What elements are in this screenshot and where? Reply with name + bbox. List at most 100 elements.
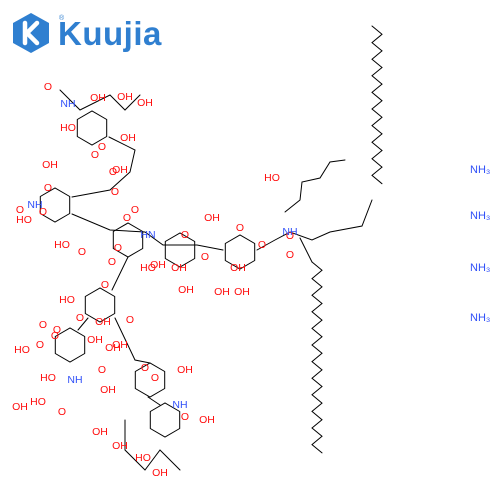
atom-label-lower-right-sialic-5: OH: [177, 364, 193, 376]
atom-label-lower-right-sialic-7: O: [181, 411, 189, 423]
glycerol-side-chain: [124, 419, 181, 471]
atom-label-upper-chain-2: O: [111, 186, 119, 198]
atom-label-mid-galactose-1: O: [101, 279, 109, 291]
amide-bond: [299, 237, 313, 263]
ammonia-label-4: NH₃: [470, 312, 491, 324]
atom-label-lower-right-sialic-10: OH: [112, 440, 128, 452]
atom-label-lower-right-sialic-4: O: [151, 372, 159, 384]
atom-label-mid-galactose-2: O: [76, 312, 84, 324]
hexagon-logo-icon: [13, 13, 49, 53]
atom-label-lower-right-sialic-0: OH: [112, 339, 128, 351]
atom-label-lower-right-sialic-1: O: [98, 364, 106, 376]
atom-label-lower-left-sialic-8: OH: [12, 401, 28, 413]
ammonia-label-3: NH₃: [470, 262, 491, 274]
atom-label-lower-left-sialic-5: NH: [67, 374, 82, 386]
atom-label-top-sialic-7: OH: [120, 132, 136, 144]
brand-name: Kuujia: [58, 14, 162, 52]
atom-label-upper-chain-8: O: [16, 204, 24, 216]
atom-label-top-sialic-8: O: [91, 149, 99, 161]
linkage-gal-to-right-sialic: [114, 317, 151, 364]
atom-label-glucose-4: OH: [178, 284, 194, 296]
atom-label-upper-chain-9: NH: [27, 199, 42, 211]
atom-label-galnac-3: O: [114, 242, 122, 254]
sugar-ring-9: [149, 402, 181, 438]
atom-label-galactose-ceramide-7: NH: [282, 226, 297, 238]
atom-label-lower-left-sialic-7: HO: [30, 396, 46, 408]
atom-label-galnac-4: O: [108, 256, 116, 268]
sugar-ring-5: [224, 234, 256, 270]
linkage-right-sialic-to-sidechain: [147, 396, 161, 406]
sugar-ring-1: [76, 110, 108, 146]
atom-label-upper-chain-1: OH: [112, 164, 128, 176]
atom-label-galactose-ceramide-8: O: [286, 249, 294, 261]
kuujia-logo: Kuujia ®: [10, 12, 162, 54]
atom-label-mid-galactose-0: HO: [59, 294, 75, 306]
atom-label-galnac-5: OH: [150, 259, 166, 271]
registered-mark: ®: [59, 15, 65, 22]
sugar-ring-2: [39, 187, 71, 223]
ammonia-label-2: NH₃: [470, 210, 491, 222]
atom-label-upper-chain-7: O: [39, 206, 47, 218]
linkage-to-ceramide: [256, 199, 373, 251]
atom-label-top-sialic-3: OH: [117, 91, 133, 103]
atom-label-glucose-2: OH: [204, 212, 220, 224]
atom-label-lower-left-sialic-4: HO: [40, 372, 56, 384]
atom-label-top-sialic-5: HO: [60, 122, 76, 134]
sugar-ring-6: [84, 287, 116, 323]
atom-label-lower-left-sialic-2: HO: [14, 344, 30, 356]
linkage-gal-to-sialic: [77, 317, 89, 331]
atom-label-galactose-ceramide-5: O: [286, 230, 294, 242]
atom-label-lower-right-sialic-3: O: [141, 362, 149, 374]
atom-label-galactose-ceramide-0: OH: [230, 262, 246, 274]
atom-label-top-sialic-4: OH: [137, 97, 153, 109]
atom-label-lower-right-sialic-11: HO: [135, 452, 151, 464]
atom-label-glucose-5: O: [201, 251, 209, 263]
atom-label-upper-chain-5: O: [78, 246, 86, 258]
atom-label-glucose-0: OH: [171, 262, 187, 274]
ammonia-label-1: NH₃: [470, 164, 491, 176]
atom-label-galactose-ceramide-6: HO: [264, 172, 280, 184]
atom-label-galactose-ceramide-4: OH: [234, 286, 250, 298]
atom-label-mid-galactose-5: OH: [87, 334, 103, 346]
atom-label-lower-right-sialic-9: OH: [92, 426, 108, 438]
atom-label-glucose-1: O: [181, 229, 189, 241]
atom-label-top-sialic-9: O: [109, 166, 117, 178]
atom-label-galactose-ceramide-3: OH: [214, 286, 230, 298]
atom-label-lower-left-sialic-6: O: [58, 406, 66, 418]
atom-label-upper-chain-4: HO: [54, 239, 70, 251]
atom-label-galnac-1: O: [131, 204, 139, 216]
atom-label-lower-left-sialic-1: O: [51, 330, 59, 342]
atom-label-top-sialic-0: NH: [60, 98, 75, 110]
top-side-chain: [59, 89, 141, 111]
atom-label-glucose-3: HO: [140, 262, 156, 274]
atom-label-lower-right-sialic-6: NH: [172, 399, 187, 411]
atom-label-galnac-2: O: [123, 212, 131, 224]
atom-label-lower-left-sialic-3: O: [36, 339, 44, 351]
bond-lines: [39, 25, 383, 471]
linkage-upper-to-chain: [71, 213, 224, 251]
atom-label-top-sialic-6: O: [98, 141, 106, 153]
linkage-top-to-upper: [71, 136, 136, 198]
atom-label-mid-galactose-7: OH: [105, 342, 121, 354]
sugar-ring-4: [164, 232, 196, 268]
atom-label-lower-right-sialic-8: OH: [199, 414, 215, 426]
atom-label-galnac-0: HN: [140, 229, 155, 241]
atom-label-mid-galactose-6: O: [126, 314, 134, 326]
atom-label-mid-galactose-3: OH: [95, 316, 111, 328]
atom-label-upper-chain-6: HO: [16, 214, 32, 226]
sphingosine-chain: [371, 25, 383, 185]
atom-label-lower-right-sialic-2: OH: [100, 384, 116, 396]
atom-label-galactose-ceramide-2: O: [258, 239, 266, 251]
fatty-acyl-chain: [311, 261, 323, 454]
atom-label-top-sialic-1: O: [44, 81, 52, 93]
atom-label-upper-chain-3: O: [44, 182, 52, 194]
atom-label-lower-right-sialic-12: OH: [152, 467, 168, 479]
atom-label-top-sialic-2: OH: [90, 92, 106, 104]
sugar-ring-7: [54, 327, 86, 363]
atom-label-mid-galactose-4: O: [53, 324, 61, 336]
linkage-galnac-to-gal: [111, 256, 129, 291]
sphingosine-head: [284, 159, 346, 213]
